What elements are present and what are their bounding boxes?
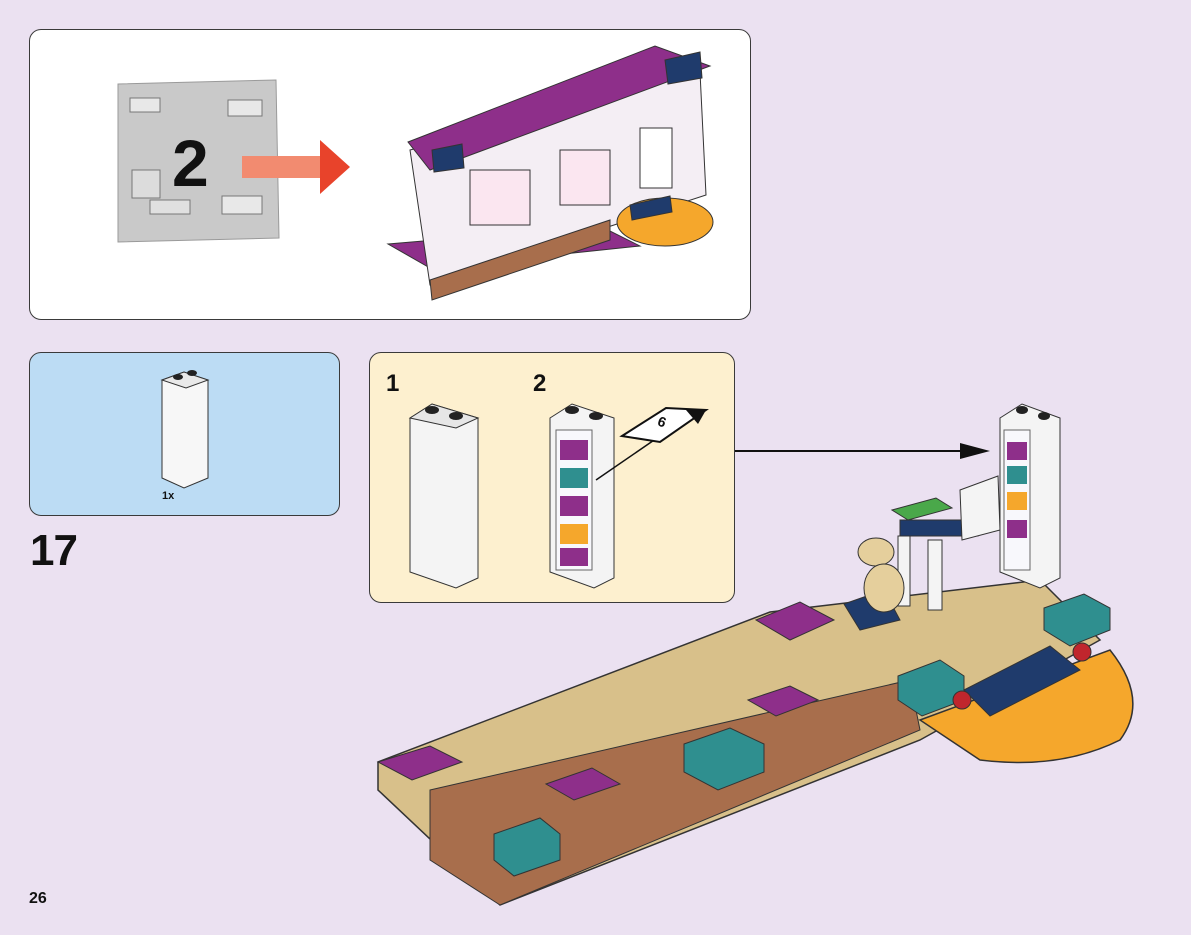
- bag-number: 2: [172, 126, 209, 200]
- main-model-image: [376, 403, 1134, 906]
- sticker-callout: [595, 406, 709, 481]
- part-quantity: 1x: [162, 490, 175, 502]
- substep-1-label: 1: [386, 370, 400, 397]
- step-number: 17: [30, 526, 78, 575]
- substep-2-label: 2: [533, 370, 547, 397]
- parts-bag-image: [117, 79, 280, 243]
- substep-2-brick-image: [549, 403, 615, 589]
- part-white-brick-image: [160, 370, 210, 489]
- substep-1-brick-image: [408, 403, 480, 589]
- page-number: 26: [29, 890, 47, 907]
- previous-model-image: [386, 45, 714, 301]
- arrow-right-icon: [242, 140, 350, 194]
- callout-arrow: [735, 443, 990, 459]
